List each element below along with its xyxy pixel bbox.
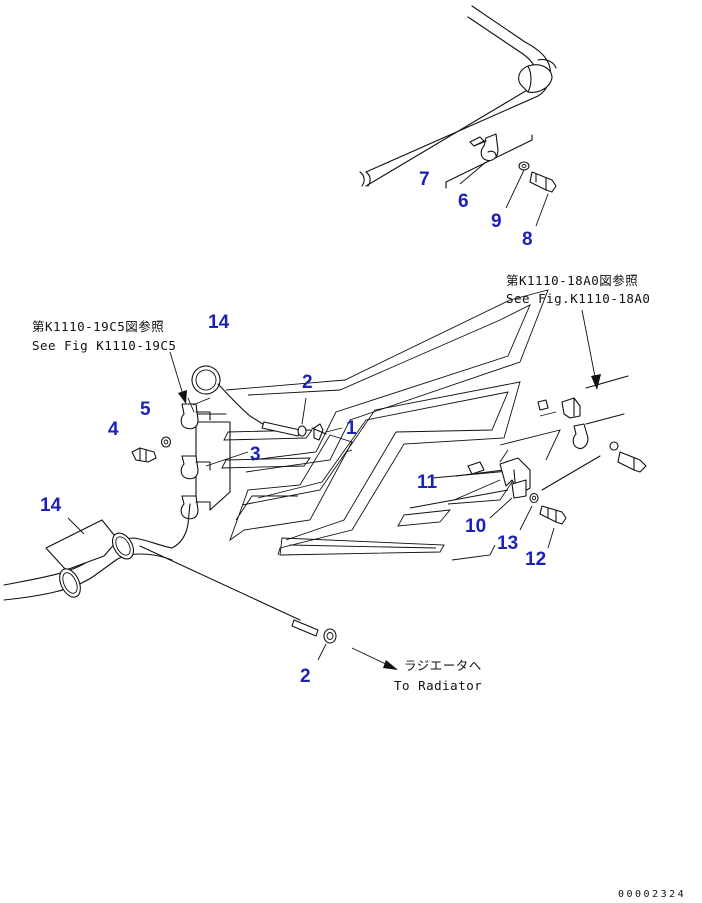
lower-tube-assembly	[3, 503, 337, 644]
callout-11: 11	[417, 472, 438, 493]
callout-7: 7	[419, 169, 430, 190]
ref-right-en: See Fig.K1110-18A0	[506, 291, 650, 306]
callout-2-upper: 2	[302, 372, 313, 393]
upper-clamp-assembly	[445, 133, 557, 193]
callout-14-lower: 14	[40, 495, 62, 516]
ref-left-jp: 第K1110-19C5図参照	[32, 319, 164, 334]
drawing-code: 00002324	[618, 889, 686, 900]
callout-10: 10	[465, 516, 486, 537]
ref-radiator-jp: ラジエータへ	[404, 658, 482, 673]
callout-13: 13	[497, 533, 518, 554]
callout-9: 9	[491, 211, 502, 232]
left-bracket-assembly	[180, 403, 231, 520]
ref-radiator-en: To Radiator	[394, 678, 482, 693]
left-bolt-washer	[131, 436, 172, 463]
upper-tube-assembly	[359, 5, 557, 187]
callout-1: 1	[346, 418, 357, 439]
callout-2-lower: 2	[300, 666, 311, 687]
callout-8: 8	[522, 229, 533, 250]
frame-outline	[221, 289, 561, 561]
callout-14-upper: 14	[208, 312, 230, 333]
callout-12: 12	[525, 549, 546, 570]
callout-5: 5	[140, 399, 151, 420]
reference-leaders	[169, 309, 601, 404]
callout-3: 3	[250, 444, 261, 465]
to-radiator-arrow	[351, 647, 398, 670]
right-bracket-assembly	[467, 375, 647, 525]
callout-4: 4	[108, 419, 119, 440]
callout-6: 6	[458, 191, 469, 212]
ref-right-jp: 第K1110-18A0図参照	[506, 273, 638, 288]
ref-left-en: See Fig K1110-19C5	[32, 338, 176, 353]
upper-hose-line	[191, 365, 327, 441]
